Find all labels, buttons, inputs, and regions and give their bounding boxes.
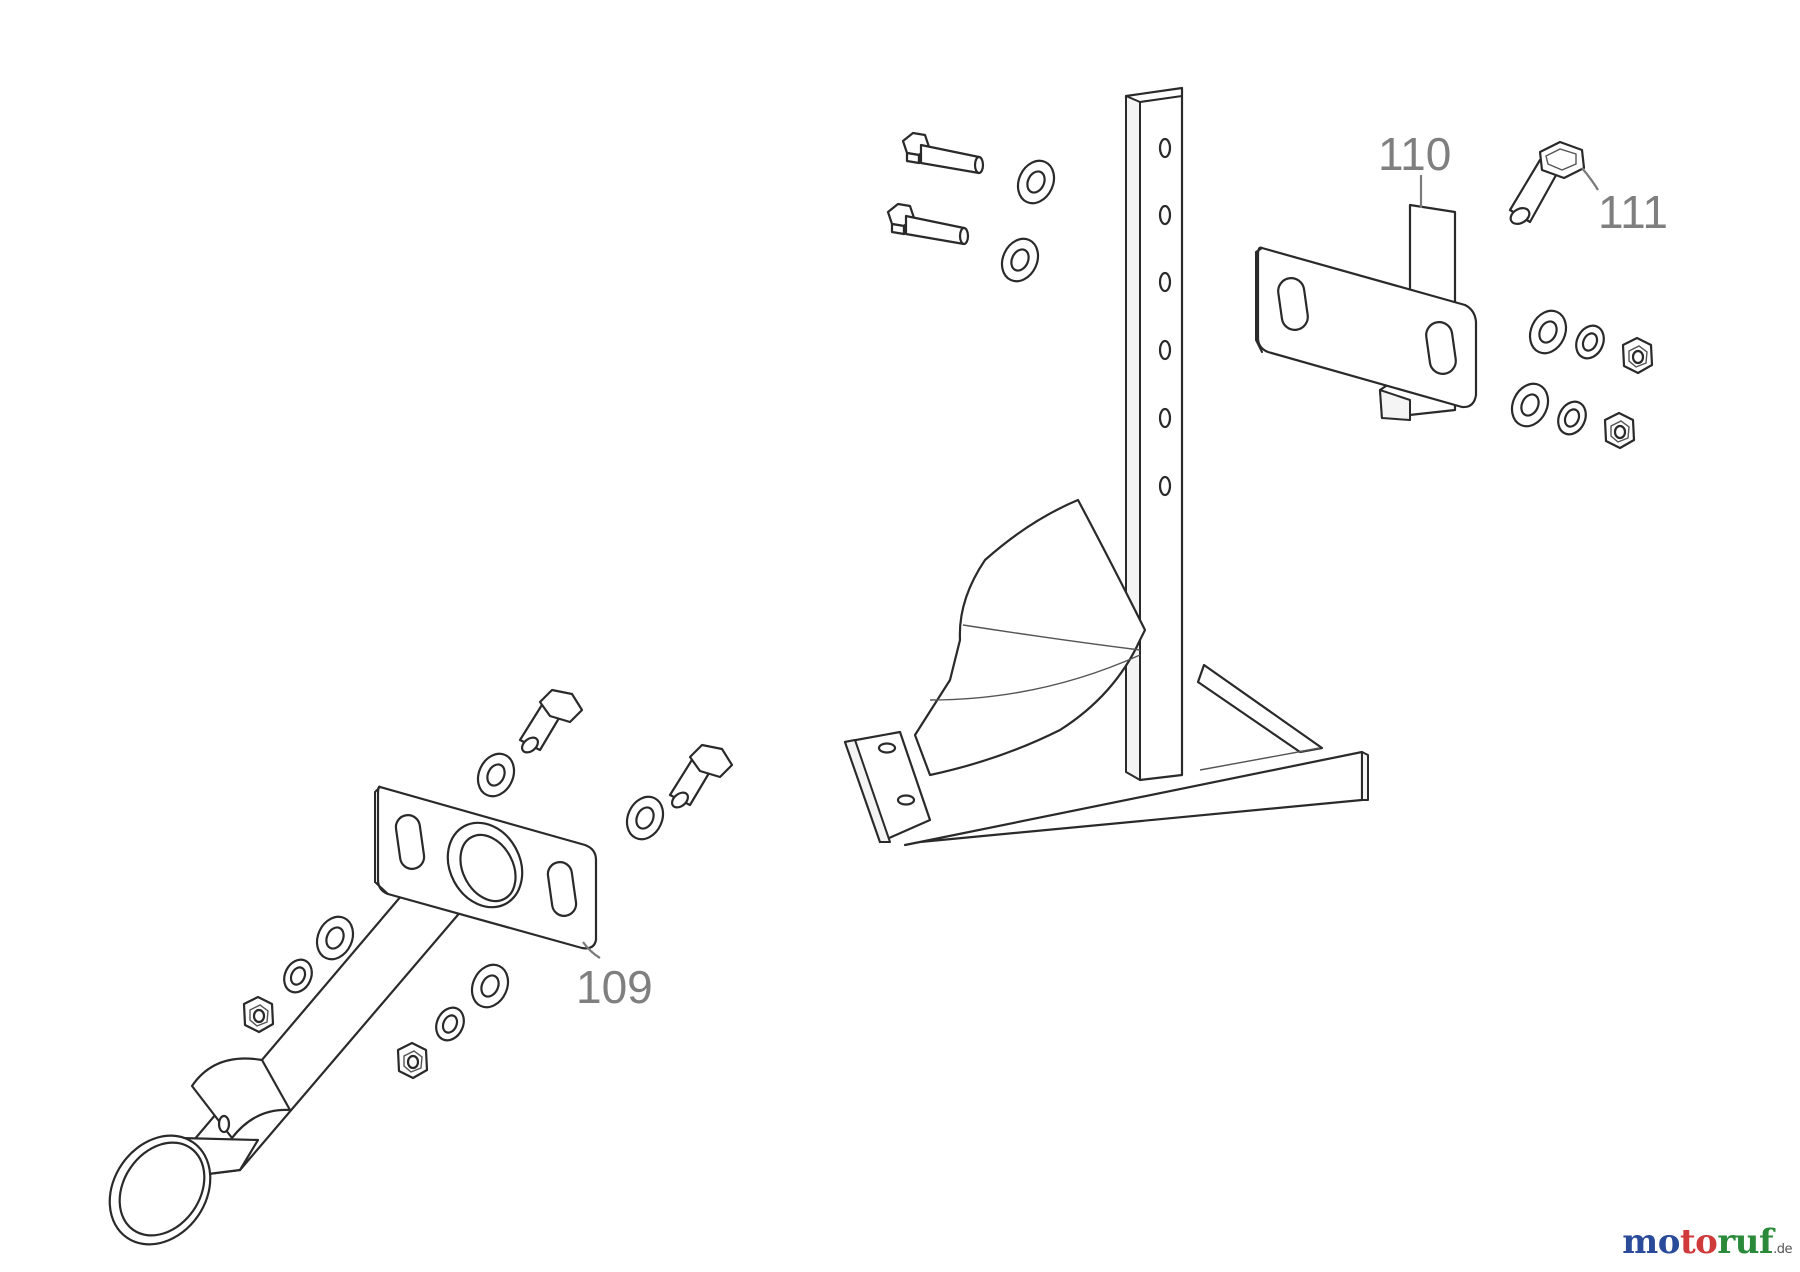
part-number-109: 109: [576, 961, 653, 1013]
hex-nut: [1621, 336, 1654, 375]
flat-washer: [619, 789, 671, 847]
leader-line-111: [1581, 167, 1599, 191]
flat-washer: [470, 746, 522, 804]
bar-holes: [1158, 137, 1172, 497]
flat-washer: [1504, 376, 1556, 434]
flat-washer: [1010, 153, 1062, 211]
part-number-110: 110: [1378, 128, 1451, 180]
mounting-tab: [843, 730, 932, 844]
part-111-bolt: [1508, 140, 1586, 225]
base-bar: [903, 747, 1369, 847]
hex-bolt: [886, 202, 970, 246]
flat-washer: [464, 957, 516, 1015]
part-number-111: 111: [1598, 186, 1668, 238]
lock-washer: [429, 1001, 471, 1047]
hex-bolt: [518, 688, 584, 754]
plow-blade: [913, 498, 1147, 777]
lock-washer: [1569, 319, 1611, 365]
bracket-110-hardware: [1504, 303, 1654, 450]
hex-bolt: [668, 743, 734, 809]
leader-line-109: [582, 941, 601, 959]
part-109-tube-assembly: [108, 785, 598, 1246]
callout-109: 109: [576, 941, 653, 1013]
lock-washer: [277, 953, 319, 999]
callout-110: 110: [1378, 128, 1451, 208]
part-109-bolts: [470, 688, 734, 847]
diagonal-brace: [1196, 663, 1324, 754]
lock-washer: [1551, 395, 1593, 441]
frame-assembly: [843, 86, 1369, 847]
hex-nut: [396, 1041, 429, 1080]
hex-bolt: [901, 131, 985, 175]
callout-111: 111: [1581, 167, 1668, 238]
flat-washer: [994, 231, 1046, 289]
hex-nut: [242, 995, 275, 1034]
flat-washer: [1522, 303, 1574, 361]
hex-nut: [1603, 411, 1636, 450]
part-110-bracket: [1255, 203, 1478, 421]
frame-bolts: [886, 131, 1062, 289]
motoruf-watermark-logo: motoruf.de: [1622, 1222, 1792, 1262]
vertical-slotted-bar: [1124, 86, 1184, 782]
